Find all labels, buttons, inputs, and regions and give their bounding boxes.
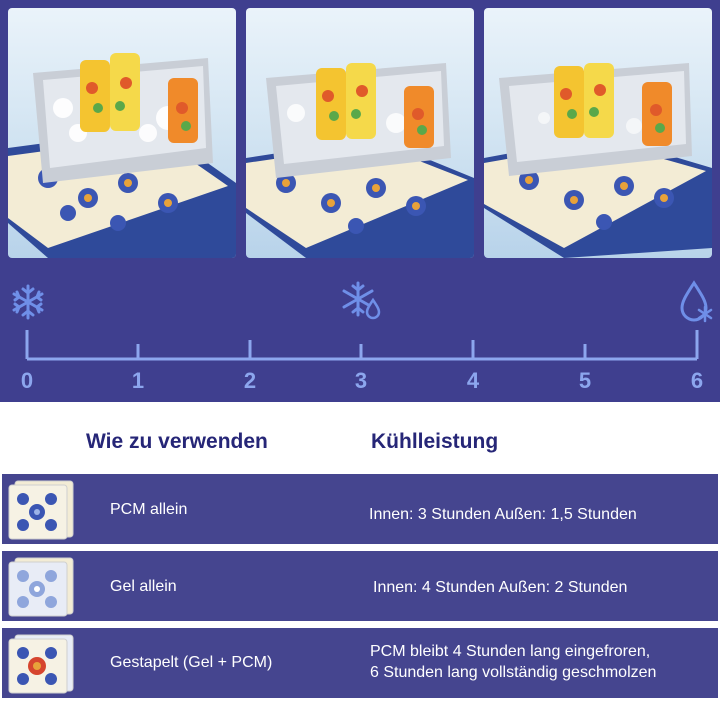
tick-label-1: 1 [131,368,145,393]
photo-stage-3 [484,8,712,258]
photo-stage-2 [246,8,474,258]
tick-label-5: 5 [578,368,592,393]
tick-label-2: 2 [243,368,257,393]
performance-gel: Innen: 4 Stunden Außen: 2 Stunden [373,579,628,596]
tick-label-3: 3 [354,368,368,393]
method-gel: Gel allein [110,578,177,595]
tick-label-4: 4 [466,368,480,393]
performance-pcm: Innen: 3 Stunden Außen: 1,5 Stunden [369,506,637,523]
performance-stacked-line1: PCM bleibt 4 Stunden lang eingefroren, [370,643,651,660]
cooler-tray-image-1 [8,53,236,258]
cooler-tray-image-3 [484,63,712,258]
tick-label-0: 0 [20,368,34,393]
stacked-pack-thumbnail [8,634,74,694]
snowflake-melting-icon [342,281,381,320]
water-drop-snowflake-icon [680,280,713,323]
gel-pack-thumbnail [8,557,74,617]
cooler-tray-image-2 [246,63,474,258]
timeline-axis [25,330,699,361]
header-performance: Kühlleistung [371,430,499,453]
pcm-pack-thumbnail [8,480,74,540]
performance-stacked-line2: 6 Stunden lang vollständig geschmolzen [370,664,657,681]
tick-label-6: 6 [690,368,704,393]
table-row-stacked: Gestapelt (Gel + PCM) PCM bleibt 4 Stund… [2,628,718,698]
method-pcm: PCM allein [110,501,188,518]
photo-stage-1 [8,8,236,258]
table-row-pcm: PCM allein Innen: 3 Stunden Außen: 1,5 S… [2,474,718,544]
method-stacked: Gestapelt (Gel + PCM) [110,654,273,671]
snowflake-icon [12,284,44,320]
table-row-gel: Gel allein Innen: 4 Stunden Außen: 2 Stu… [2,551,718,621]
header-method: Wie zu verwenden [86,430,268,453]
